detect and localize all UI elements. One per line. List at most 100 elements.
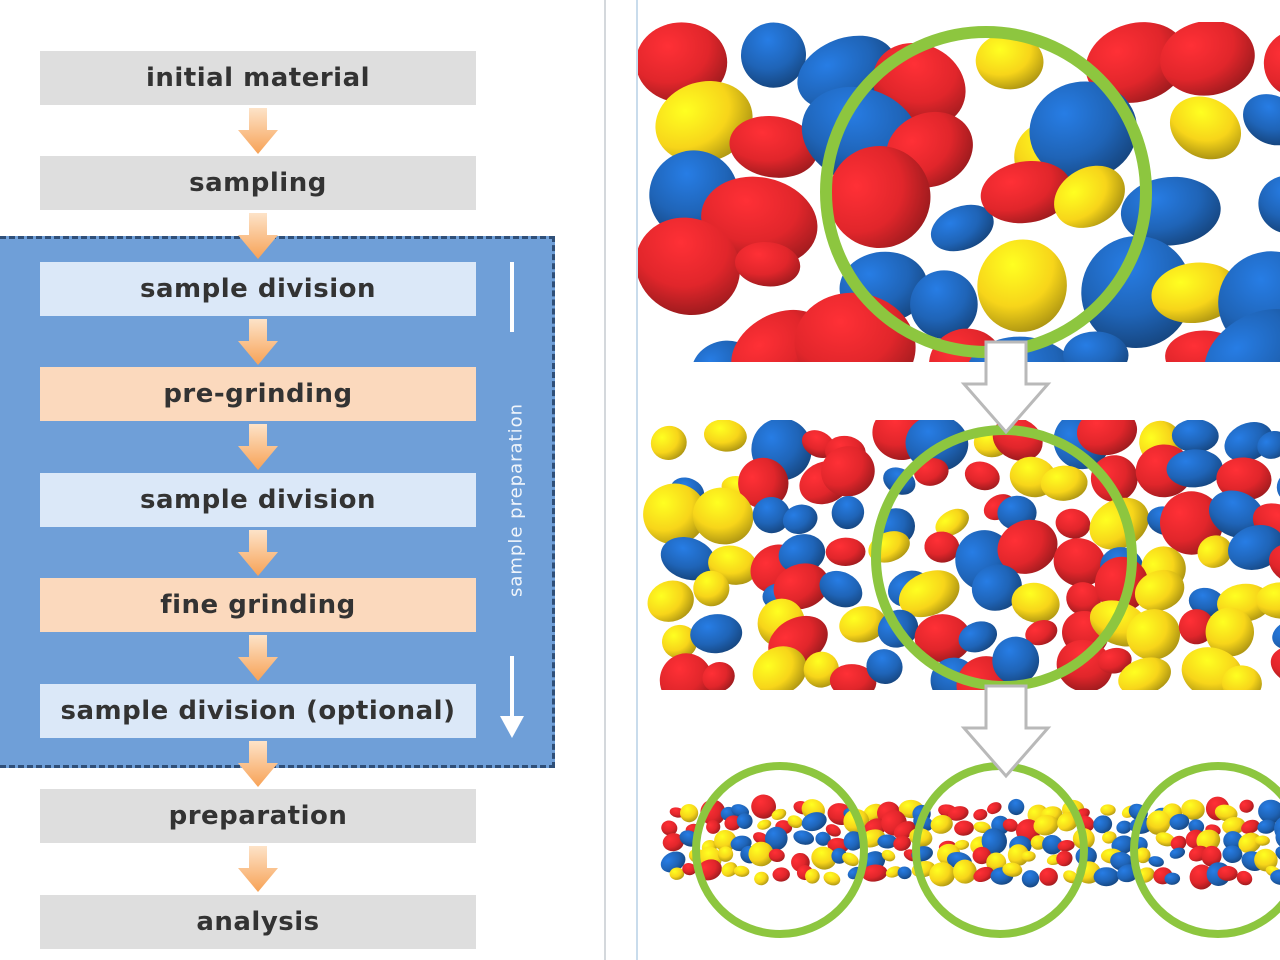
particle <box>973 866 994 882</box>
particle <box>1025 619 1058 646</box>
particle <box>953 859 977 884</box>
particle <box>914 614 972 663</box>
particle <box>660 851 686 873</box>
particle <box>1181 799 1205 820</box>
flow-arrow-icon <box>238 635 278 681</box>
particle <box>703 420 747 452</box>
particle <box>1007 844 1030 866</box>
particle <box>1029 81 1138 180</box>
particle <box>821 446 875 497</box>
particle <box>660 536 716 581</box>
particle <box>690 614 743 654</box>
particle <box>898 570 960 618</box>
particle <box>751 794 776 819</box>
particle <box>736 813 753 829</box>
particle <box>1164 872 1181 885</box>
particle <box>717 846 734 862</box>
particle <box>1254 848 1278 872</box>
flow-arrow-icon <box>238 108 278 154</box>
flow-arrow-icon <box>238 846 278 892</box>
particle <box>1008 798 1025 816</box>
particle <box>1116 820 1132 834</box>
step-sample-division-1: sample division <box>40 262 476 316</box>
particle <box>771 808 787 820</box>
particle <box>1093 815 1113 834</box>
particle <box>1257 819 1276 834</box>
particle <box>819 570 863 608</box>
particle <box>1063 331 1129 362</box>
particle <box>1258 175 1280 234</box>
particle <box>1056 639 1113 690</box>
particle <box>954 820 974 836</box>
particle <box>811 846 837 870</box>
particle <box>1276 470 1280 503</box>
particle <box>972 846 992 865</box>
particle <box>823 871 841 886</box>
particle <box>1085 22 1188 103</box>
particle <box>973 809 988 821</box>
particle <box>831 496 865 530</box>
particle <box>714 829 737 852</box>
particle <box>702 662 735 690</box>
particle <box>861 864 888 882</box>
particle <box>679 804 699 823</box>
particle <box>1081 236 1192 348</box>
size-reduction-arrow-icon <box>960 340 1052 435</box>
particle <box>1241 819 1260 834</box>
particle <box>839 606 886 643</box>
particle <box>997 519 1058 574</box>
particle <box>1169 847 1186 859</box>
particle <box>829 664 877 690</box>
flow-arrow-icon <box>238 424 278 470</box>
particle <box>1270 869 1280 886</box>
particle <box>734 241 801 287</box>
particle <box>981 828 1007 855</box>
particle-illustration-panel <box>636 0 1280 960</box>
particle <box>1057 840 1075 852</box>
particle <box>971 564 1022 611</box>
particle <box>1040 465 1088 501</box>
particle <box>754 871 769 886</box>
particle <box>787 815 803 828</box>
particle <box>655 81 753 163</box>
particle <box>958 621 998 653</box>
step-sampling: sampling <box>40 156 476 210</box>
particle <box>1155 832 1175 847</box>
particle <box>659 653 713 690</box>
particle <box>1178 609 1215 645</box>
particle <box>682 863 697 876</box>
particle <box>733 865 750 877</box>
particle <box>1272 619 1280 650</box>
particle <box>877 834 898 849</box>
particle <box>1201 845 1222 867</box>
particle <box>1160 22 1255 96</box>
down-arrow-icon <box>500 656 524 738</box>
particle <box>866 649 903 685</box>
particle <box>1256 582 1280 619</box>
particle <box>752 496 791 534</box>
particle <box>825 537 866 567</box>
particle <box>650 425 687 460</box>
particle <box>1222 845 1243 864</box>
particle <box>1146 810 1171 835</box>
particle <box>1170 835 1187 851</box>
particle <box>987 802 1002 815</box>
sample-ring <box>692 762 868 938</box>
particle <box>1243 94 1280 146</box>
particle <box>748 841 774 867</box>
particle <box>1214 804 1238 822</box>
particle <box>930 204 994 252</box>
particle <box>881 849 896 862</box>
particle <box>643 483 707 545</box>
particle <box>973 821 991 834</box>
particle <box>638 217 740 315</box>
step-pre-grinding: pre-grinding <box>40 367 476 421</box>
particle <box>768 848 785 863</box>
coarse-particles <box>638 22 1280 362</box>
size-reduction-arrow-icon <box>960 684 1052 779</box>
particle <box>1021 850 1036 862</box>
particle <box>1169 96 1242 160</box>
particle <box>773 563 829 610</box>
particle <box>1239 799 1254 813</box>
particle <box>721 862 738 877</box>
